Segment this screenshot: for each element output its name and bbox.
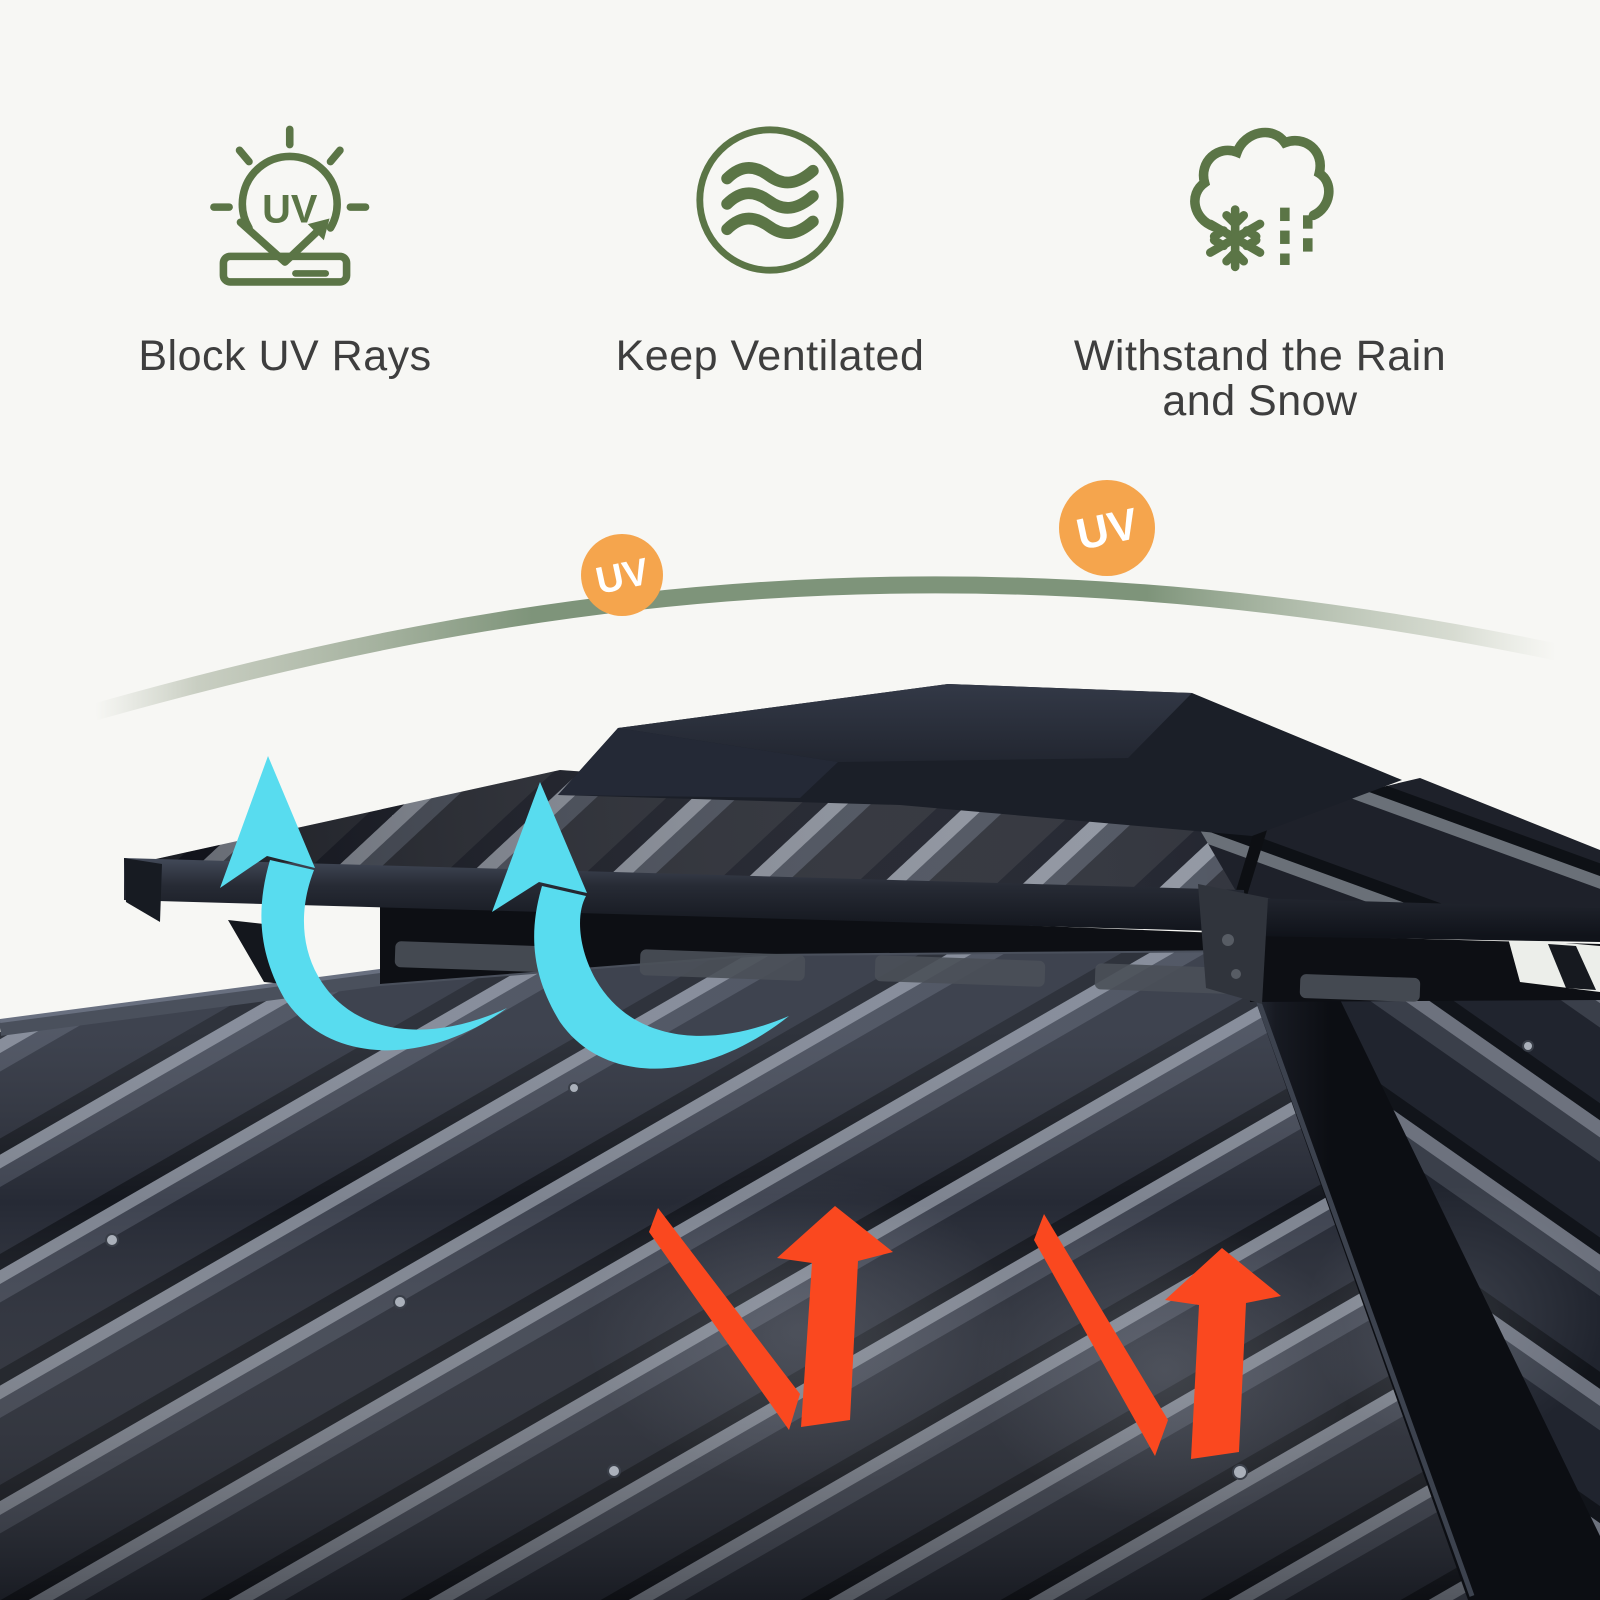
rain-snow-icon — [1174, 100, 1346, 300]
hip-ridge-beam — [1234, 940, 1600, 1600]
heat-arrow-right — [1034, 1214, 1281, 1459]
feature-label: Withstand the Rain and Snow — [1074, 334, 1446, 424]
roof-cap-top-face — [618, 684, 1192, 762]
heat-up-arrow — [1165, 1248, 1281, 1459]
panel-dome-highlight — [975, 1220, 1355, 1520]
feature-label: Keep Ventilated — [615, 332, 925, 380]
uv-badge-left: UV — [581, 534, 663, 616]
uv-arc — [92, 576, 1558, 721]
uv-block-icon: UV — [195, 100, 375, 300]
uv-icon-text: UV — [262, 187, 318, 231]
airflow-arrowhead — [220, 756, 315, 888]
roof-cap-left-face — [558, 728, 838, 798]
airflow-arrow-left — [220, 756, 507, 1051]
corner-cap — [1198, 884, 1268, 1004]
hip-ridge-highlight — [1235, 943, 1475, 1597]
upper-hip-seam — [1234, 824, 1268, 900]
vent-gap — [380, 900, 1600, 1002]
feature-label-line1: Withstand the Rain — [1073, 332, 1447, 380]
feature-row: UV Block UV Rays Ke — [0, 0, 1600, 430]
airflow-arrow-right — [492, 782, 789, 1069]
airflow-arrow-shaft — [534, 886, 789, 1069]
uv-badge-right: UV — [1059, 480, 1155, 576]
upper-fascia-right — [1246, 898, 1600, 942]
airflow-arrow-shaft — [261, 860, 507, 1051]
ventilation-icon — [692, 100, 848, 300]
upper-fascia-left — [124, 858, 1246, 932]
panel-dome-highlight — [585, 1170, 1015, 1490]
heat-ray-stroke — [1034, 1214, 1168, 1456]
heat-arrow-left — [649, 1206, 893, 1430]
feature-rain-snow: Withstand the Rain and Snow — [1040, 100, 1480, 424]
feature-keep-ventilated: Keep Ventilated — [570, 100, 970, 379]
fascia-end-cap — [124, 858, 162, 922]
roof-screws — [105, 1040, 1534, 1480]
gazebo-roof — [0, 684, 1600, 1600]
vent-strut — [1548, 944, 1596, 990]
airflow-arrowhead — [492, 782, 587, 912]
heat-ray-stroke — [649, 1208, 800, 1430]
feature-label: Block UV Rays — [138, 332, 432, 380]
feature-block-uv: UV Block UV Rays — [85, 100, 485, 379]
heat-up-arrow — [777, 1206, 893, 1427]
feature-label-line2: and Snow — [1162, 377, 1358, 425]
